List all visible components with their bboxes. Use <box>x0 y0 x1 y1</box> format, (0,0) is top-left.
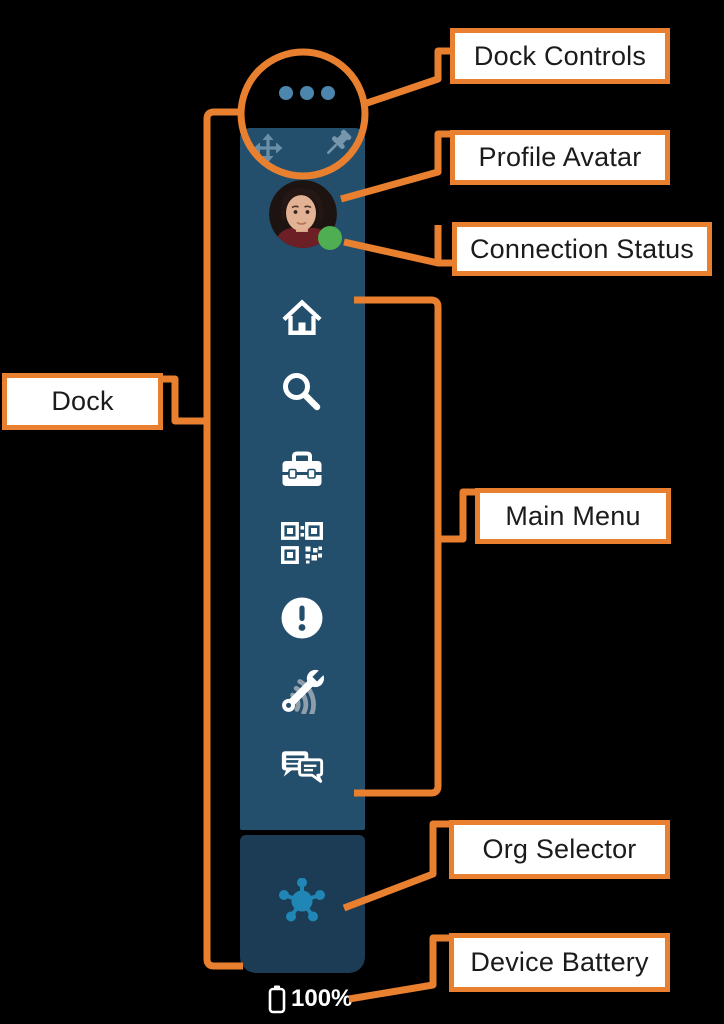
toolbox-icon[interactable] <box>279 446 325 492</box>
qr-code-icon[interactable] <box>279 520 325 566</box>
connector-dock-label <box>163 375 208 425</box>
battery-percent: 100% <box>291 985 353 1012</box>
label-main-menu: Main Menu <box>475 488 671 544</box>
label-org-selector: Org Selector <box>449 820 670 879</box>
label-profile-avatar: Profile Avatar <box>450 130 670 185</box>
label-text: Org Selector <box>482 834 637 864</box>
move-handle-icon[interactable] <box>252 132 284 169</box>
label-device-battery: Device Battery <box>449 933 670 992</box>
home-icon[interactable] <box>279 295 325 341</box>
dot-icon <box>300 86 314 100</box>
pin-icon[interactable] <box>318 128 354 169</box>
alerts-icon[interactable] <box>279 595 325 641</box>
label-dock: Dock <box>2 373 163 430</box>
battery-icon <box>268 985 286 1014</box>
bracket-main-menu <box>354 296 442 797</box>
bracket-dock <box>203 108 243 970</box>
connection-status-dot <box>318 226 342 250</box>
label-dock-controls: Dock Controls <box>450 28 670 84</box>
chat-icon[interactable] <box>279 744 325 790</box>
label-text: Dock <box>51 386 114 416</box>
dot-icon <box>321 86 335 100</box>
service-tools-icon[interactable] <box>279 667 325 714</box>
label-text: Main Menu <box>505 500 641 531</box>
device-battery-status: 100% <box>266 983 352 1015</box>
label-connection-status: Connection Status <box>452 222 712 276</box>
label-text: Connection Status <box>469 233 695 264</box>
label-text: Dock Controls <box>473 40 647 71</box>
connector-dock-controls <box>365 47 452 107</box>
connector-main-menu <box>438 488 475 543</box>
dot-icon <box>279 86 293 100</box>
dock-overflow-dots[interactable] <box>279 86 335 100</box>
label-text: Profile Avatar <box>478 142 642 172</box>
org-hub-icon[interactable] <box>279 878 325 924</box>
label-text: Device Battery <box>470 947 649 977</box>
search-icon[interactable] <box>279 369 325 415</box>
